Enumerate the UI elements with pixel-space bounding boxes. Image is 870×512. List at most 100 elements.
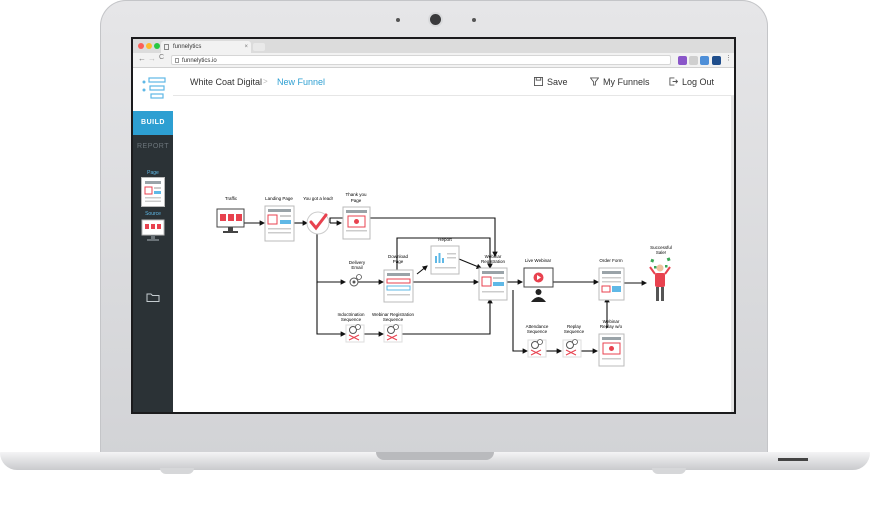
- breadcrumb-project[interactable]: White Coat Digital: [190, 77, 263, 87]
- celebration-icon: [649, 257, 671, 301]
- live-webinar-label: Live Webinar: [525, 258, 552, 263]
- url-text: funnelytics.io: [182, 58, 217, 64]
- logout-button[interactable]: Log Out: [669, 68, 714, 96]
- extension-icon[interactable]: [700, 56, 709, 65]
- laptop-base: [0, 452, 870, 470]
- funnel-canvas[interactable]: Traffic Landing Page Yo: [173, 96, 734, 412]
- thank-you-node[interactable]: Thank you Page: [342, 192, 371, 240]
- close-window-button[interactable]: [138, 43, 144, 49]
- traffic-label: Traffic: [225, 196, 238, 201]
- webinar-registration-sequence-node[interactable]: Webinar Registration Sequence: [372, 312, 414, 343]
- my-funnels-label: My Funnels: [603, 77, 650, 87]
- sensor-dot: [472, 18, 476, 22]
- delivery-email-node[interactable]: Delivery Email: [349, 260, 366, 287]
- webinar-registration-node[interactable]: Webinar Registration: [478, 254, 508, 301]
- my-funnels-button[interactable]: My Funnels: [590, 68, 650, 96]
- page-element-thumbnail[interactable]: [141, 177, 165, 207]
- source-section-label: Source: [145, 211, 161, 217]
- traffic-node[interactable]: Traffic: [216, 196, 245, 233]
- thank-you-label-2: Page: [351, 198, 362, 203]
- save-label: Save: [547, 77, 568, 87]
- browser-tabbar: funnelytics ×: [133, 39, 734, 53]
- indoctrination-sequence-node[interactable]: Indoctrination Sequence: [337, 312, 365, 343]
- extension-icon[interactable]: [712, 56, 721, 65]
- build-tab[interactable]: BUILD: [133, 111, 173, 135]
- report-tab[interactable]: REPORT: [136, 143, 170, 150]
- successful-sale-node[interactable]: Successful Sale!: [649, 245, 672, 301]
- webseq-label-1: Webinar Registration: [372, 312, 414, 317]
- address-bar: ← → C funnelytics.io ⋮: [133, 53, 734, 68]
- breadcrumb-separator: >: [263, 77, 268, 86]
- landing-page-label: Landing Page: [265, 196, 293, 201]
- webinar-reg-label-2: Registration: [481, 259, 506, 264]
- report-label: Report: [438, 237, 452, 242]
- presenter-icon: [535, 289, 542, 295]
- funnel-diagram: Traffic Landing Page Yo: [216, 192, 672, 367]
- report-node[interactable]: Report: [430, 237, 460, 275]
- page-icon: [175, 58, 179, 63]
- delivery-label-2: Email: [351, 265, 362, 270]
- indoc-label-1: Indoctrination: [337, 312, 365, 317]
- app-header: White Coat Digital > New Funnel Save My …: [173, 68, 734, 96]
- screen: funnelytics × ← → C funnelytics.io ⋮: [133, 39, 734, 412]
- extension-icon[interactable]: [689, 56, 698, 65]
- logout-label: Log Out: [682, 77, 715, 87]
- forward-icon[interactable]: →: [148, 54, 156, 63]
- order-form-label: Order Form: [599, 258, 623, 263]
- thank-you-label-1: Thank you: [345, 192, 367, 197]
- lead-label: You got a lead!: [303, 196, 333, 201]
- reload-icon[interactable]: C: [159, 54, 165, 61]
- logo-area: [133, 68, 173, 111]
- save-icon: [534, 77, 543, 86]
- webseq-label-2: Sequence: [383, 317, 404, 322]
- back-icon[interactable]: ←: [138, 54, 146, 63]
- canvas-scrollbar[interactable]: [731, 96, 734, 412]
- laptop-port: [778, 458, 808, 461]
- replay-label-1: Replay: [567, 324, 582, 329]
- breadcrumb-funnel[interactable]: New Funnel: [277, 77, 326, 87]
- logout-icon: [669, 77, 678, 86]
- lead-node[interactable]: You got a lead!: [303, 196, 333, 235]
- sidebar: BUILD REPORT Page Source: [133, 68, 173, 412]
- folder-icon[interactable]: [146, 292, 160, 302]
- success-label-1: Successful: [650, 245, 672, 250]
- webcam: [430, 14, 441, 25]
- landing-page-icon: [144, 181, 161, 202]
- attend-label-1: Attendance: [526, 324, 549, 329]
- menu-icon[interactable]: ⋮: [725, 55, 732, 62]
- attendance-sequence-node[interactable]: Attendance Sequence: [526, 324, 549, 358]
- download-page-node[interactable]: Download Page: [383, 254, 414, 303]
- laptop-foot: [160, 468, 194, 474]
- new-tab-button[interactable]: [253, 43, 265, 51]
- indoc-label-2: Sequence: [341, 317, 362, 322]
- page-section-label: Page: [147, 170, 159, 176]
- maximize-window-button[interactable]: [154, 43, 160, 49]
- browser-tab[interactable]: funnelytics ×: [161, 41, 251, 53]
- download-label-2: Page: [393, 259, 404, 264]
- landing-page-node[interactable]: Landing Page: [264, 196, 295, 242]
- delivery-label-1: Delivery: [349, 260, 366, 265]
- page-icon: [164, 44, 169, 50]
- minimize-window-button[interactable]: [146, 43, 152, 49]
- tab-close-icon[interactable]: ×: [244, 44, 248, 50]
- url-input[interactable]: funnelytics.io: [171, 55, 671, 65]
- extension-icon[interactable]: [678, 56, 687, 65]
- laptop-foot: [652, 468, 686, 474]
- replay-label-2: Sequence: [564, 329, 585, 334]
- monitor-icon: [141, 219, 165, 241]
- laptop-notch: [376, 452, 494, 460]
- funnelytics-logo-icon: [142, 77, 166, 99]
- connectors: [244, 217, 648, 354]
- source-element-thumbnail[interactable]: [141, 219, 165, 245]
- replay-sequence-node[interactable]: Replay Sequence: [562, 324, 585, 358]
- live-webinar-node[interactable]: Live Webinar: [523, 258, 554, 302]
- funnel-icon: [590, 77, 599, 86]
- replay-page-label-1: Webinar: [603, 319, 620, 324]
- replay-page-label-2: Replay w/o: [600, 324, 623, 329]
- attend-label-2: Sequence: [527, 329, 548, 334]
- webinar-reg-label-1: Webinar: [485, 254, 502, 259]
- order-form-node[interactable]: Order Form: [598, 258, 625, 301]
- webinar-replay-node[interactable]: Webinar Replay w/o: [598, 319, 625, 367]
- save-button[interactable]: Save: [534, 68, 568, 96]
- tab-title: funnelytics: [173, 44, 202, 50]
